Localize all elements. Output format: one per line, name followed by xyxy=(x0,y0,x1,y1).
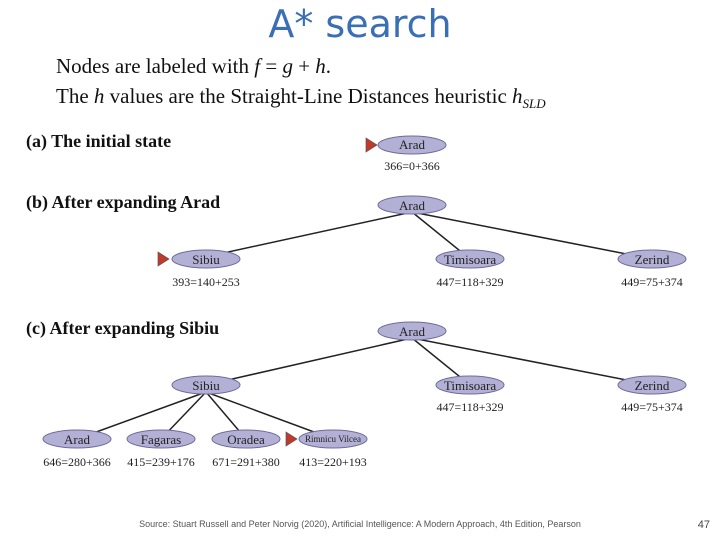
node-label-arad-b: Arad xyxy=(399,198,425,213)
arrow-marker-a xyxy=(365,137,378,153)
node-rimnicu-c xyxy=(298,429,368,449)
source-citation: Source: Stuart Russell and Peter Norvig … xyxy=(139,519,581,529)
node-arad-b xyxy=(377,195,447,215)
f-value-timisoara-c: 447=118+329 xyxy=(436,400,503,414)
step-label-c: (c) After expanding Sibiu xyxy=(26,318,220,338)
node-label-rimnicu-c: Rimnicu Vilcea xyxy=(305,434,361,444)
node-sibiu-c xyxy=(171,375,241,395)
subtitle-line-1: Nodes are labeled with f = g + h. xyxy=(56,54,332,78)
node-timisoara-c xyxy=(435,375,505,395)
arrow-marker-c xyxy=(285,431,298,447)
node-label-arad-leaf-c: Arad xyxy=(64,432,90,447)
edge-c-arad-zerind xyxy=(411,337,653,386)
step-label-a: (a) The initial state xyxy=(26,131,172,151)
node-arad-leaf-c xyxy=(42,429,112,449)
f-value-zerind-b: 449=75+374 xyxy=(621,275,683,289)
node-label-timisoara-c: Timisoara xyxy=(444,378,496,393)
edge-b-arad-sibiu xyxy=(195,211,413,260)
f-value-arad-leaf-c: 646=280+366 xyxy=(43,455,111,469)
f-value-oradea-c: 671=291+380 xyxy=(212,455,280,469)
node-label-zerind-b: Zerind xyxy=(635,252,670,267)
node-label-fagaras-c: Fagaras xyxy=(141,432,181,447)
node-label-arad-a: Arad xyxy=(399,137,425,152)
slide-title: A* search xyxy=(268,2,452,46)
node-label-sibiu-c: Sibiu xyxy=(192,378,220,393)
edge-c-arad-sibiu xyxy=(205,337,413,386)
node-label-timisoara-b: Timisoara xyxy=(444,252,496,267)
f-value-sibiu-b: 393=140+253 xyxy=(172,275,240,289)
node-timisoara-b xyxy=(435,249,505,269)
node-label-arad-c: Arad xyxy=(399,324,425,339)
node-label-sibiu-b: Sibiu xyxy=(192,252,220,267)
node-arad-a xyxy=(377,135,447,155)
f-value-rimnicu-c: 413=220+193 xyxy=(299,455,367,469)
node-fagaras-c xyxy=(126,429,196,449)
step-label-b: (b) After expanding Arad xyxy=(26,192,221,212)
node-oradea-c xyxy=(211,429,281,449)
node-label-zerind-c: Zerind xyxy=(635,378,670,393)
node-sibiu-b xyxy=(171,249,241,269)
f-value-zerind-c: 449=75+374 xyxy=(621,400,683,414)
f-value-arad-a: 366=0+366 xyxy=(384,159,440,173)
edge-c-sibiu-arad xyxy=(76,391,207,440)
node-arad-c xyxy=(377,321,447,341)
node-zerind-b xyxy=(617,249,687,269)
page-number: 47 xyxy=(697,519,710,531)
node-zerind-c xyxy=(617,375,687,395)
f-value-fagaras-c: 415=239+176 xyxy=(127,455,195,469)
edge-c-sibiu-rimnicu xyxy=(205,391,334,440)
f-value-timisoara-b: 447=118+329 xyxy=(436,275,503,289)
arrow-marker-b xyxy=(157,251,170,267)
edge-b-arad-zerind xyxy=(411,211,653,260)
subtitle-line-2: The h values are the Straight-Line Dista… xyxy=(56,84,546,112)
node-label-oradea-c: Oradea xyxy=(227,432,265,447)
